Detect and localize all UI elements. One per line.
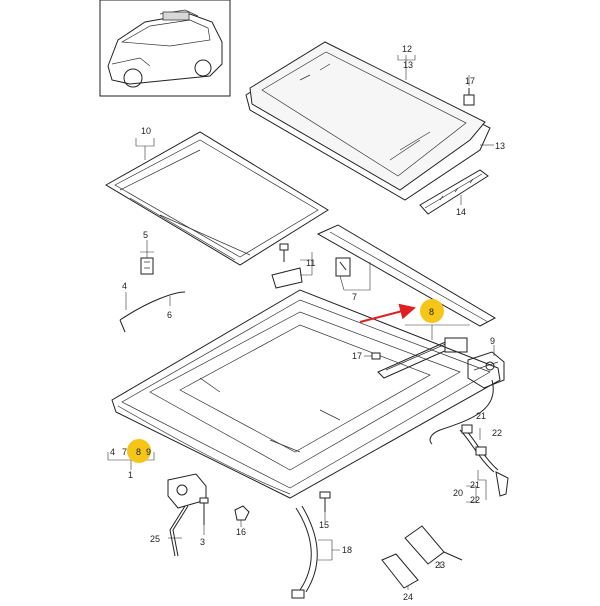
hinge-11 <box>271 243 303 289</box>
rear-crossmember <box>316 224 497 327</box>
label-24: 24 <box>403 592 413 602</box>
vehicle-thumbnail <box>99 0 231 97</box>
crank-25 <box>169 505 189 557</box>
highlight-marker-8-top <box>420 299 444 323</box>
bracket-9 <box>467 351 505 389</box>
label-16: 16 <box>236 527 246 537</box>
sunshade-panel <box>105 131 329 266</box>
leader-lines <box>107 55 495 590</box>
label-7b: 7 <box>122 447 127 457</box>
main-frame <box>111 289 501 499</box>
label-12: 12 <box>402 44 412 54</box>
label-7a: 7 <box>352 292 357 302</box>
label-17b: 17 <box>352 351 362 361</box>
label-22b: 22 <box>470 495 480 505</box>
label-14: 14 <box>456 207 466 217</box>
bolt-17-middle <box>371 352 381 360</box>
label-10: 10 <box>141 126 151 136</box>
highlight-marker-8-bottom <box>127 439 151 463</box>
label-4b: 4 <box>110 447 115 457</box>
label-9a: 9 <box>490 336 495 346</box>
drain-hose-18 <box>291 505 318 599</box>
grease-tube-23 <box>404 525 463 565</box>
label-20: 20 <box>453 488 463 498</box>
label-9b: 9 <box>146 447 151 457</box>
cable-6 <box>119 291 186 333</box>
label-13a: 13 <box>403 60 413 70</box>
glass-panel <box>245 41 491 201</box>
label-25: 25 <box>150 534 160 544</box>
label-13b: 13 <box>495 141 505 151</box>
label-22a: 22 <box>492 428 502 438</box>
label-5: 5 <box>143 230 148 240</box>
label-21a: 21 <box>476 411 486 421</box>
label-8a: 8 <box>429 307 434 317</box>
label-17a: 17 <box>465 76 475 86</box>
grease-pack-24 <box>381 553 419 589</box>
label-3: 3 <box>200 537 205 547</box>
label-4a: 4 <box>122 281 127 291</box>
label-8b: 8 <box>136 447 141 457</box>
label-15: 15 <box>319 520 329 530</box>
wind-deflector <box>419 169 489 215</box>
label-23: 23 <box>435 560 445 570</box>
bolt-17-top <box>463 88 475 106</box>
red-pointer-arrow <box>359 303 416 323</box>
label-21b: 21 <box>470 480 480 490</box>
label-1: 1 <box>128 470 133 480</box>
nut-16 <box>234 505 250 521</box>
screw-3 <box>199 497 209 525</box>
drain-hose-20 <box>429 379 509 497</box>
label-11: 11 <box>306 258 315 268</box>
clip-5 <box>140 257 154 275</box>
label-6: 6 <box>167 310 172 320</box>
label-18: 18 <box>342 545 352 555</box>
bolt-15 <box>319 491 331 512</box>
cable-guide-8 <box>377 337 468 379</box>
